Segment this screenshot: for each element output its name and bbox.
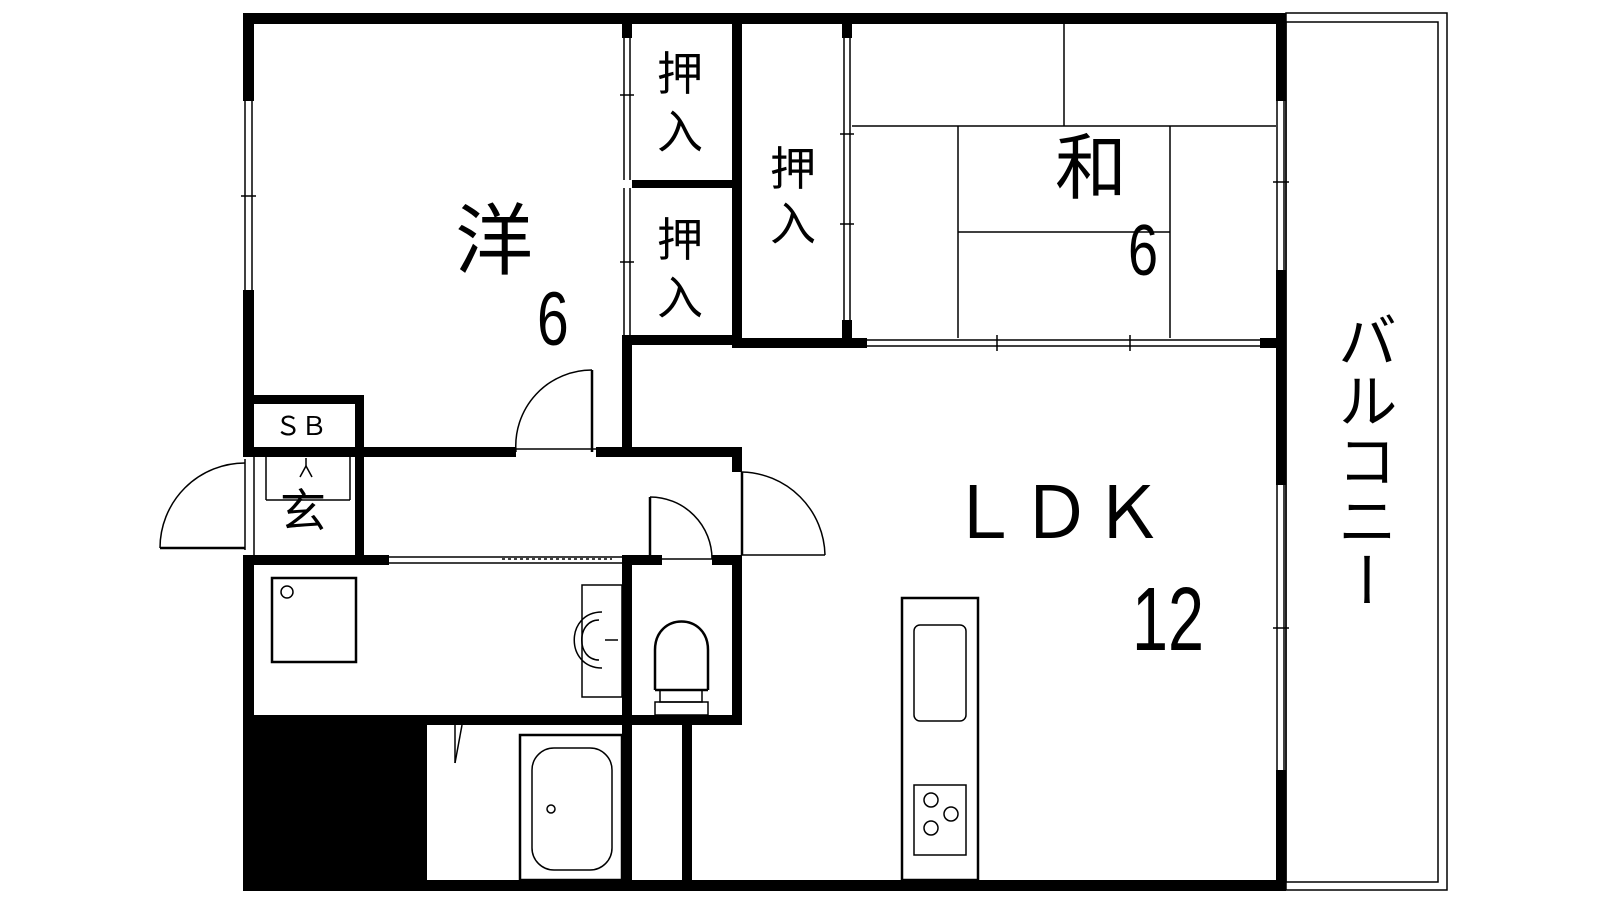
- closet-3-label-bottom: 入: [770, 197, 816, 251]
- room-labels: 洋 6 和 6 ＬＤＫ 12 バルコニー 玄 ＳＢ 押 入 押 入 押 入: [275, 47, 1397, 670]
- tatami-lines: [852, 24, 1276, 338]
- outer-walls: [243, 13, 1286, 891]
- balcony-label: バルコニー: [1327, 310, 1397, 610]
- entrance-label: 玄: [280, 484, 326, 538]
- bathtub-fixture: [518, 733, 624, 882]
- interior-walls: [254, 13, 1276, 890]
- closet-1-label-top: 押: [657, 47, 703, 101]
- ldk-label: ＬＤＫ: [948, 471, 1164, 555]
- toilet-fixture: [653, 620, 710, 716]
- pipe-shaft: [243, 720, 417, 890]
- western-room-size: 6: [537, 277, 569, 362]
- sink: [913, 624, 967, 722]
- swing-doors: [159, 369, 826, 565]
- windows: [241, 101, 1289, 770]
- japanese-room-label: 和: [1055, 126, 1127, 210]
- closet-3-label-top: 押: [770, 142, 816, 196]
- closet-2-label-bottom: 入: [657, 271, 703, 325]
- washroom-fixtures: [270, 576, 623, 698]
- wash-basin: [581, 584, 623, 698]
- western-room-label: 洋: [455, 197, 533, 287]
- ldk-size: 12: [1132, 569, 1204, 670]
- entrance-fixtures: [265, 449, 351, 501]
- closet-1-label-bottom: 入: [657, 105, 703, 159]
- shoe-box-label: ＳＢ: [275, 412, 327, 442]
- stove: [913, 784, 967, 856]
- washing-machine-pan: [270, 576, 358, 664]
- balcony-area: [1285, 12, 1448, 891]
- japanese-room-size: 6: [1128, 211, 1158, 291]
- closet-2-label-top: 押: [657, 213, 703, 267]
- kitchen-counter: [900, 596, 980, 882]
- sliding-doors: [389, 38, 1260, 764]
